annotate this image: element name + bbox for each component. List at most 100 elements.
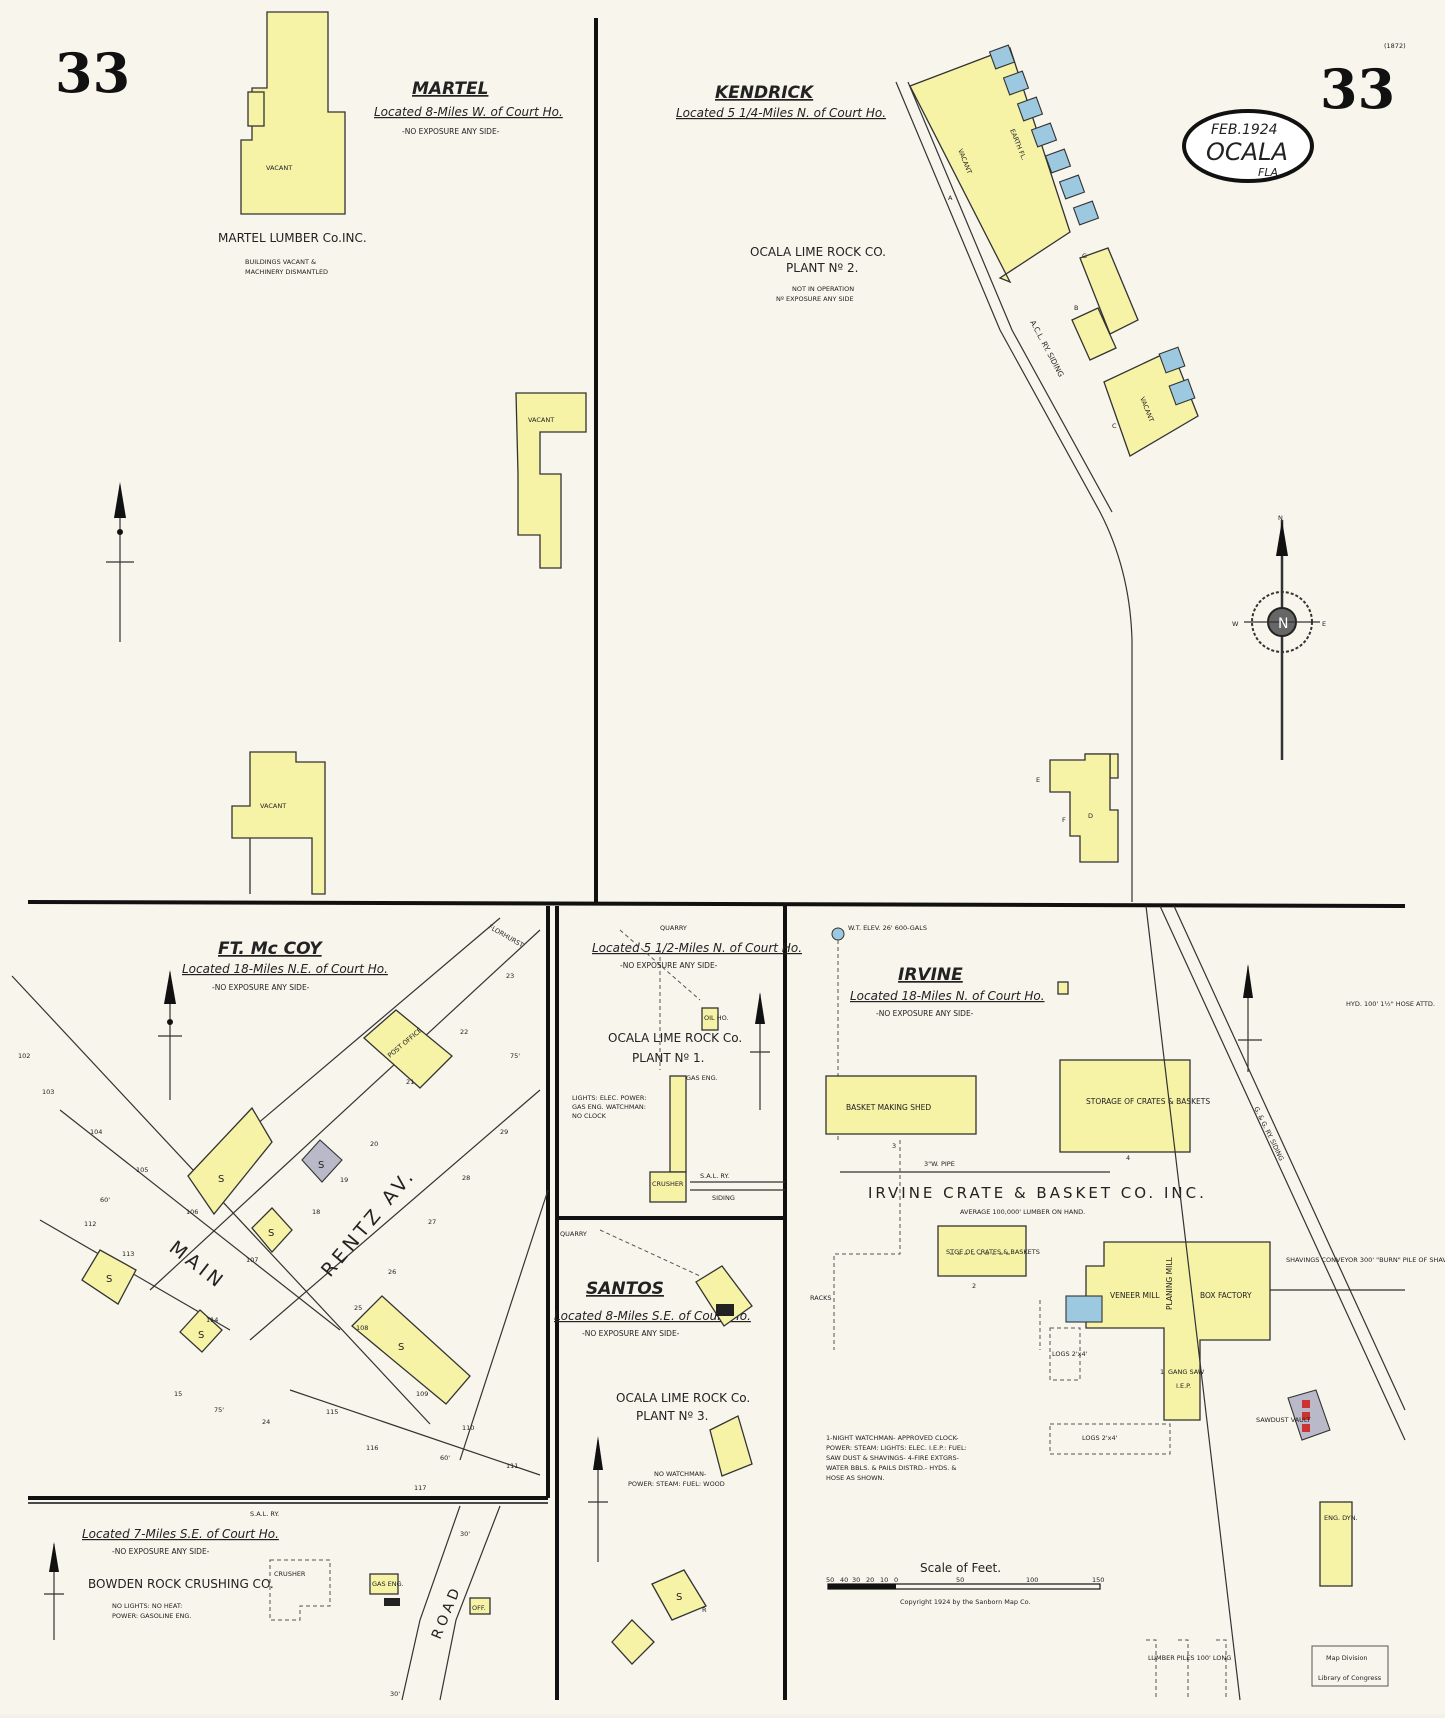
- ftmccoy-rentz-label: RENTZ AV.: [317, 1164, 420, 1281]
- irvine-hydrant-house: [1057, 981, 1069, 995]
- kendrick-vacant-building: [909, 47, 1071, 284]
- lot-106: 106: [186, 1208, 198, 1216]
- irvine-rail-1: [1145, 905, 1241, 1701]
- kendrick-vacant-building-b: [1071, 307, 1117, 361]
- martel-company: MARTEL LUMBER Co.INC.: [218, 231, 367, 245]
- irvine-num-4: 4: [1126, 1154, 1130, 1162]
- lot-110: 110: [462, 1424, 474, 1432]
- sheet-number-left: 33: [55, 41, 130, 105]
- bowden-dim-1: 30': [460, 1530, 470, 1538]
- scale-tick-20: 20: [866, 1576, 874, 1584]
- irvine-note-5: HOSE AS SHOWN.: [826, 1474, 884, 1482]
- ftmccoy-lot-line-1: [459, 1189, 549, 1461]
- lot-114: 114: [206, 1316, 218, 1324]
- bowden-engine-bed: [384, 1598, 400, 1606]
- santos-north-arrow: [588, 1436, 608, 1562]
- plant1-crusher-label: CRUSHER: [652, 1180, 684, 1188]
- ftmccoy-section: FT. Mc COY Located 18-Miles N.E. of Cour…: [11, 917, 549, 1492]
- irvine-company: IRVINE CRATE & BASKET CO. INC.: [868, 1184, 1207, 1202]
- bowden-note-1: NO LIGHTS: NO HEAT:: [112, 1602, 182, 1610]
- section-frames: [27, 18, 1406, 1700]
- scale-tick-0: 0: [894, 1576, 898, 1584]
- sheet-reference: (1872): [1384, 42, 1406, 50]
- ftmccoy-florhurst: FLORHURST: [487, 923, 525, 949]
- lot-113: 113: [122, 1250, 134, 1258]
- ftmccoy-dwelling-3-label: S: [198, 1330, 204, 1341]
- kendrick-plant: PLANT Nº 2.: [786, 261, 858, 275]
- kendrick-label-b: B: [1074, 304, 1078, 312]
- compass-x: N: [1278, 514, 1283, 522]
- irvine-logs-pile-2: [1049, 1423, 1171, 1455]
- irvine-boilers: [1302, 1400, 1310, 1432]
- irvine-rack-outlines: [833, 1140, 1041, 1350]
- ftmccoy-dim-3: 75': [214, 1406, 224, 1414]
- lot-29: 29: [500, 1128, 508, 1136]
- lot-105: 105: [136, 1166, 148, 1174]
- irvine-location: Located 18-Miles N. of Court Ho.: [850, 989, 1045, 1003]
- ftmccoy-main-street-2: [59, 1109, 341, 1331]
- stamp-line-2: Library of Congress: [1318, 1674, 1382, 1682]
- ftmccoy-post-office: [363, 1009, 453, 1089]
- ftmccoy-concrete-building: [301, 1139, 343, 1183]
- lot-27: 27: [428, 1218, 436, 1226]
- stamp-line-1: Map Division: [1326, 1654, 1368, 1662]
- plant1-company: OCALA LIME ROCK Co.: [608, 1031, 742, 1045]
- ftmccoy-dim-2: 60': [100, 1196, 110, 1204]
- kendrick-location: Located 5 1/4-Miles N. of Court Ho.: [676, 106, 886, 120]
- lot-107: 107: [246, 1256, 258, 1264]
- ftmccoy-north-arrow: [158, 970, 182, 1100]
- santos-shed: [611, 1619, 655, 1665]
- plant1-note-3: NO CLOCK: [572, 1112, 607, 1120]
- irvine-eng-label: ENG. DYN.: [1324, 1514, 1358, 1522]
- ftmccoy-exposure: -NO EXPOSURE ANY SIDE-: [212, 983, 310, 992]
- ftmccoy-main-label: MAIN: [165, 1237, 230, 1294]
- lot-104: 104: [90, 1128, 102, 1136]
- martel-vacant-building-main: [240, 11, 346, 215]
- santos-section: QUARRY SANTOS Located 8-Miles S.E. of Co…: [554, 1229, 753, 1665]
- irvine-main-mill: [1085, 1241, 1271, 1421]
- lot-24: 24: [262, 1418, 270, 1426]
- irvine-note-4: WATER BBLS. & PAILS DISTRD.- HYDS. &: [826, 1464, 957, 1472]
- plant1-location: Located 5 1/2-Miles N. of Court Ho.: [592, 941, 802, 955]
- irvine-num-3: 3: [892, 1142, 896, 1150]
- plant1-north-arrow: [750, 992, 770, 1110]
- santos-plant: PLANT Nº 3.: [636, 1409, 708, 1423]
- ftmccoy-lot-line-4: [249, 917, 501, 1131]
- lot-28: 28: [462, 1174, 470, 1182]
- ftmccoy-dim-4: 60': [440, 1454, 450, 1462]
- bowden-road-edge-2: [439, 1505, 501, 1701]
- lot-20: 20: [370, 1140, 378, 1148]
- irvine-basket-shed: [825, 1075, 977, 1135]
- irvine-average: AVERAGE 100,000' LUMBER ON HAND.: [960, 1208, 1085, 1216]
- compass-n: N: [1278, 616, 1288, 632]
- irvine-shavings: SHAVINGS CONVEYOR 300' "BURN" PILE OF SH…: [1286, 1256, 1445, 1264]
- irvine-pipe-label: 3"W. PIPE: [924, 1160, 955, 1168]
- irvine-water-tank: [831, 927, 845, 941]
- kendrick-building-d: [1049, 753, 1119, 863]
- scale-tick-150: 150: [1092, 1576, 1104, 1584]
- santos-title: SANTOS: [586, 1279, 664, 1299]
- lot-25: 25: [354, 1304, 362, 1312]
- irvine-note-1: 1-NIGHT WATCHMAN- APPROVED CLOCK-: [826, 1434, 959, 1442]
- irvine-logs-pile-1: [1049, 1327, 1081, 1381]
- compass-rose: N W E N: [1232, 514, 1326, 760]
- compass-w: W: [1232, 620, 1239, 628]
- lot-18: 18: [312, 1208, 320, 1216]
- kendrick-company: OCALA LIME ROCK CO.: [750, 245, 886, 259]
- irvine-rail-3: [1173, 905, 1406, 1411]
- martel-north-arrow: [106, 482, 134, 642]
- bowden-office-label: OFF.: [472, 1604, 486, 1612]
- compass-e: E: [1322, 620, 1326, 628]
- kendrick-rail-siding-2: [907, 81, 1113, 513]
- irvine-num-1: 1: [1160, 1368, 1164, 1376]
- lot-116: 116: [366, 1444, 378, 1452]
- sheet-number-right: 33: [1320, 57, 1395, 121]
- irvine-wt-elev: W.T. ELEV. 26' 600-GALS: [848, 924, 927, 932]
- irvine-iep-label: I.E.P.: [1176, 1382, 1191, 1390]
- scale-tick-10: 10: [880, 1576, 888, 1584]
- ftmccoy-dwelling-1-label: S: [268, 1228, 274, 1239]
- irvine-logs-1: LOGS 2'x4': [1052, 1350, 1088, 1358]
- bowden-crusher-outline: [269, 1559, 331, 1621]
- lot-111: 111: [506, 1462, 518, 1470]
